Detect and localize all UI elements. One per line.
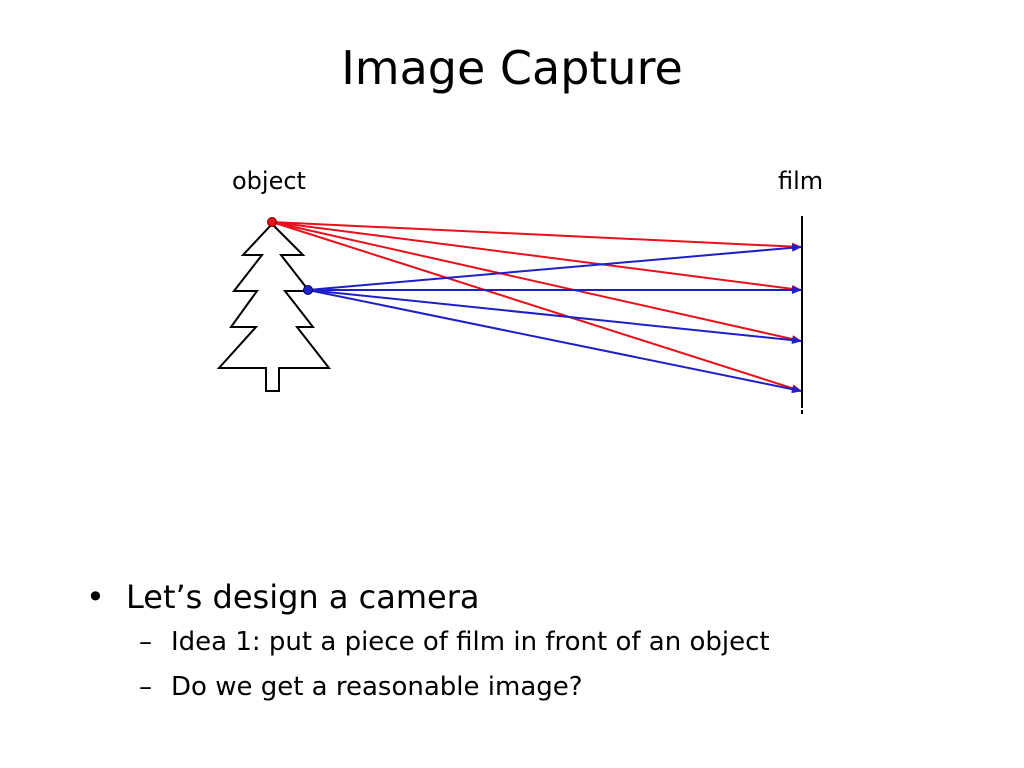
red-ray-1 — [271, 221, 802, 251]
bullet-list: • Let’s design a camera – Idea 1: put a … — [86, 574, 986, 710]
red-ray-4 — [271, 221, 802, 393]
film-label: film — [778, 167, 823, 195]
bullet-sub-1: – Idea 1: put a piece of film in front o… — [139, 620, 986, 665]
top-point-dot — [267, 217, 277, 227]
red-ray-3 — [271, 221, 802, 343]
blue-ray-4 — [307, 289, 802, 394]
bullet-sub-2: – Do we get a reasonable image? — [139, 665, 986, 710]
object-label: object — [232, 167, 306, 195]
middle-point-dot — [303, 285, 313, 295]
bullet-sub-marker: – — [139, 672, 152, 702]
blue-ray-1 — [307, 243, 802, 291]
blue-ray-3 — [307, 289, 802, 345]
slide-title: Image Capture — [341, 41, 683, 95]
bullet-main-text: Let’s design a camera — [126, 578, 480, 616]
bullet-main: • Let’s design a camera — [86, 574, 986, 620]
bullet-sub-1-text: Idea 1: put a piece of film in front of … — [171, 627, 770, 657]
red-ray-2 — [271, 221, 802, 293]
tree-object-icon — [216, 222, 332, 392]
red-rays — [271, 221, 802, 393]
bullet-sub-marker: – — [139, 627, 152, 657]
blue-rays — [307, 243, 802, 394]
bullet-marker: • — [86, 578, 105, 616]
bullet-sub-2-text: Do we get a reasonable image? — [171, 672, 583, 702]
